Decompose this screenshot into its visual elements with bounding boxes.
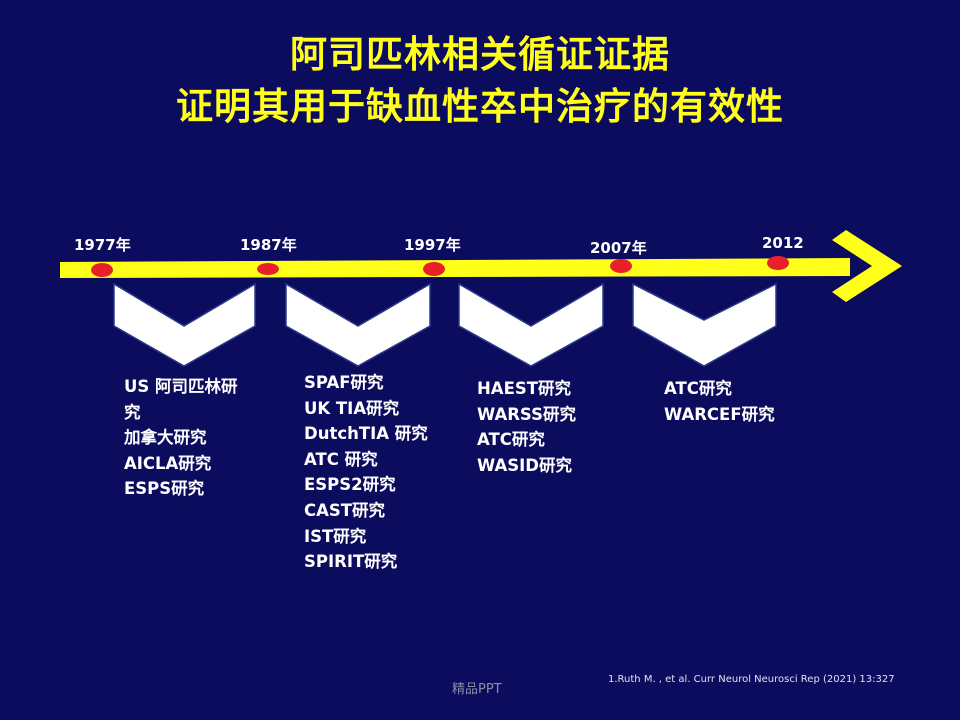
study-item: 加拿大研究	[124, 428, 207, 448]
study-item: IST研究	[304, 526, 367, 546]
study-list-group-4: ATC研究 WARCEF研究	[664, 376, 775, 427]
chevron-group-1	[113, 282, 256, 367]
year-label-2012: 2012	[762, 234, 804, 252]
year-marker-1987	[257, 263, 279, 275]
study-list-group-3: HAEST研究 WARSS研究 ATC研究 WASID研究	[477, 376, 576, 478]
study-item: ESPS研究	[124, 479, 205, 499]
year-label-1987: 1987年	[240, 236, 297, 254]
study-item: AICLA研究	[124, 453, 212, 473]
study-item: SPAF研究	[304, 373, 384, 392]
slide-title-line1: 阿司匹林相关循证证据	[290, 33, 670, 76]
study-item: ATC研究	[664, 379, 732, 398]
study-item: 究	[124, 402, 141, 422]
watermark-text: 精品PPT	[452, 682, 502, 697]
citation-text: 1.Ruth M. , et al. Curr Neurol Neurosci …	[608, 674, 895, 685]
timeline-arrow-head	[832, 230, 902, 302]
study-item: WASID研究	[477, 455, 572, 475]
study-item: ATC研究	[477, 430, 545, 450]
study-list-group-2: SPAF研究 UK TIA研究 DutchTIA 研究 ATC 研究 ESPS2…	[304, 370, 428, 575]
chevron-group-2	[285, 282, 431, 367]
study-item: UK TIA研究	[304, 398, 400, 418]
study-item: US 阿司匹林研	[124, 377, 238, 396]
study-item: SPIRIT研究	[304, 552, 398, 572]
year-marker-1997	[423, 262, 445, 276]
year-label-1977: 1977年	[74, 236, 131, 254]
year-label-1997: 1997年	[404, 236, 461, 254]
chevron-group-3	[458, 282, 604, 367]
study-item: ESPS2研究	[304, 475, 396, 495]
year-label-2007: 2007年	[590, 239, 647, 257]
timeline-arrow-shaft	[60, 258, 850, 278]
slide-title-line2: 证明其用于缺血性卒中治疗的有效性	[176, 85, 784, 128]
study-item: DutchTIA 研究	[304, 424, 428, 444]
study-item: WARCEF研究	[664, 404, 775, 424]
study-list-group-1: US 阿司匹林研 究 加拿大研究 AICLA研究 ESPS研究	[124, 374, 238, 502]
study-item: WARSS研究	[477, 404, 576, 424]
year-marker-2007	[610, 259, 632, 273]
year-marker-2012	[767, 256, 789, 270]
chevron-group-4	[632, 282, 777, 367]
study-item: HAEST研究	[477, 379, 571, 398]
study-item: ATC 研究	[304, 449, 378, 469]
study-item: CAST研究	[304, 500, 386, 520]
year-marker-1977	[91, 263, 113, 277]
